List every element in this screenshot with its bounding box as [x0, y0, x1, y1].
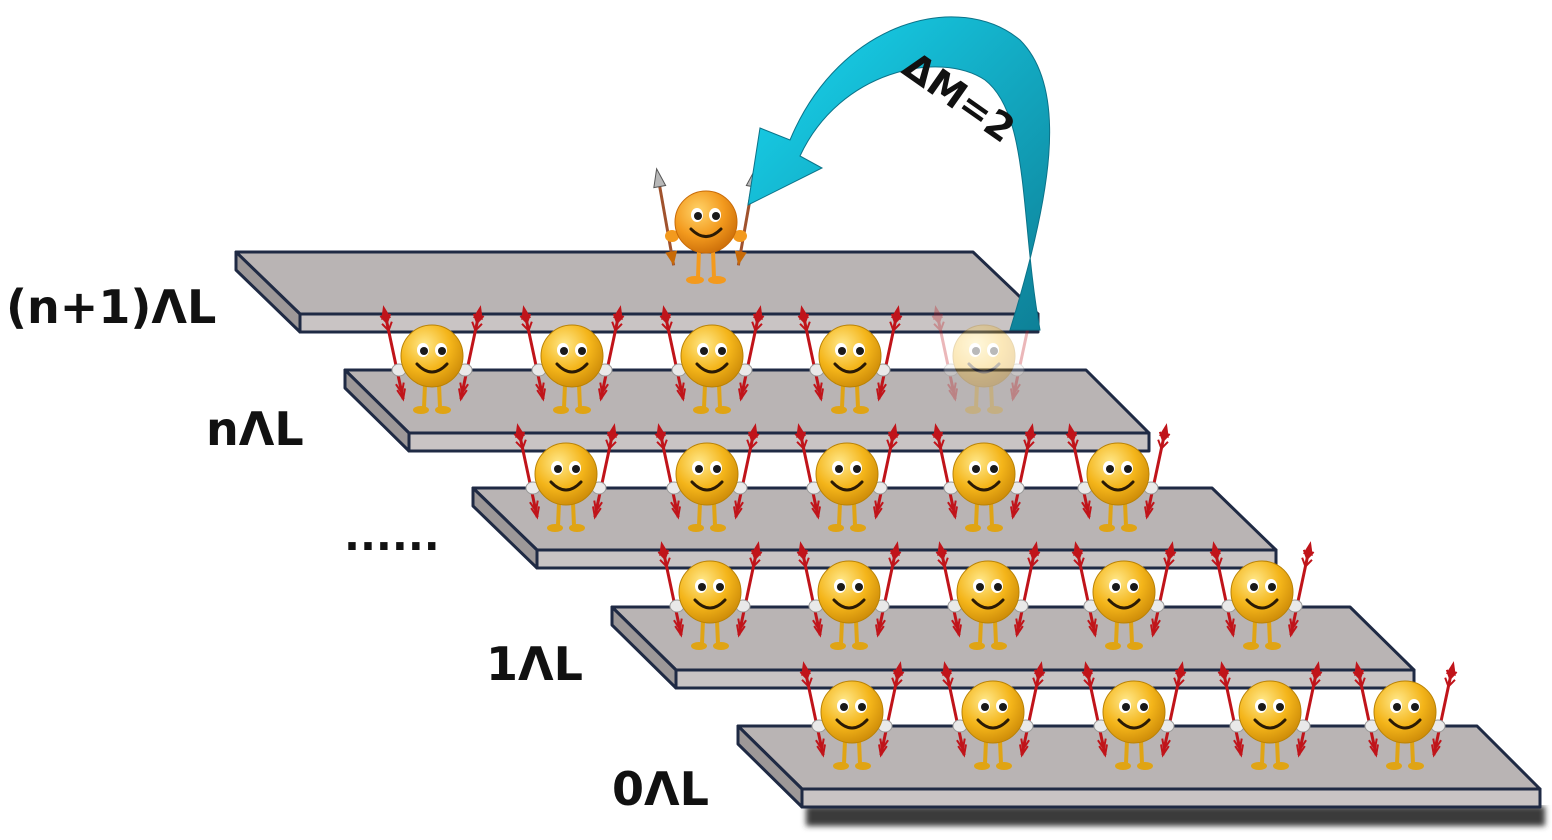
layer-label-ellipsis: ......	[344, 511, 440, 560]
layer-label-0: 0ΛL	[612, 762, 709, 816]
plate-layer-1	[610, 605, 1416, 690]
layer-label-n-plus-1: (n+1)ΛL	[6, 280, 216, 334]
plate-layer-n-plus-1	[234, 250, 1040, 334]
plate-layer-middle	[471, 486, 1278, 570]
plate-layer-0	[736, 724, 1545, 826]
transition-arrow	[747, 16, 1051, 331]
layer-label-n: nΛL	[206, 402, 304, 456]
layer-label-1: 1ΛL	[486, 637, 583, 691]
